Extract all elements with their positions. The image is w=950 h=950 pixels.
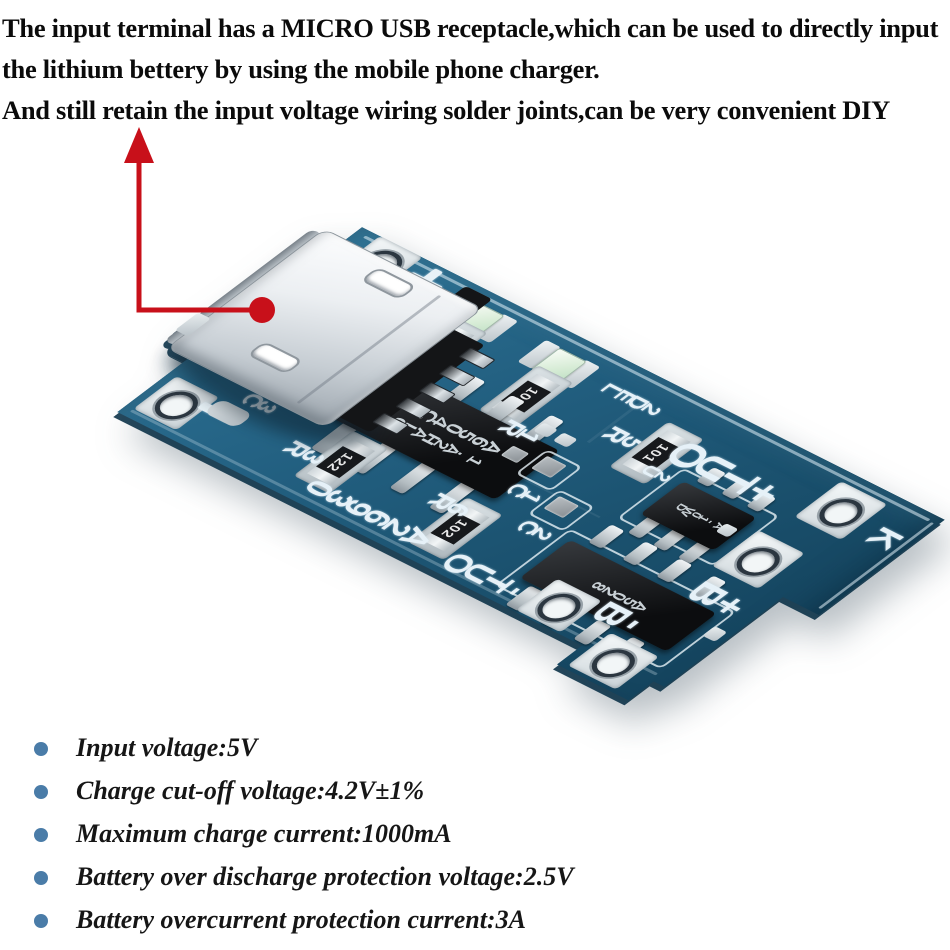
bullet-icon	[34, 914, 48, 928]
headline-line-1: The input terminal has a MICRO USB recep…	[2, 13, 939, 43]
bullet-icon	[34, 828, 48, 842]
headline-line-3: And still retain the input voltage wirin…	[2, 95, 890, 125]
headline-line-2: the lithium bettery by using the mobile …	[2, 54, 600, 84]
spec-text: Maximum charge current:1000mA	[76, 819, 452, 848]
spec-item: Battery overcurrent protection current:3…	[34, 905, 526, 935]
spec-text: Battery overcurrent protection current:3…	[76, 905, 526, 934]
bullet-icon	[34, 742, 48, 756]
bullet-icon	[34, 871, 48, 885]
bullet-icon	[34, 785, 48, 799]
spec-item: Maximum charge current:1000mA	[34, 819, 452, 849]
spec-item: Battery over discharge protection voltag…	[34, 862, 574, 892]
spec-text: Battery over discharge protection voltag…	[76, 862, 574, 891]
spec-text: Charge cut-off voltage:4.2V±1%	[76, 776, 425, 805]
spec-text: Input voltage:5V	[76, 733, 258, 762]
spec-item: Input voltage:5V	[34, 733, 257, 763]
spec-item: Charge cut-off voltage:4.2V±1%	[34, 776, 424, 806]
